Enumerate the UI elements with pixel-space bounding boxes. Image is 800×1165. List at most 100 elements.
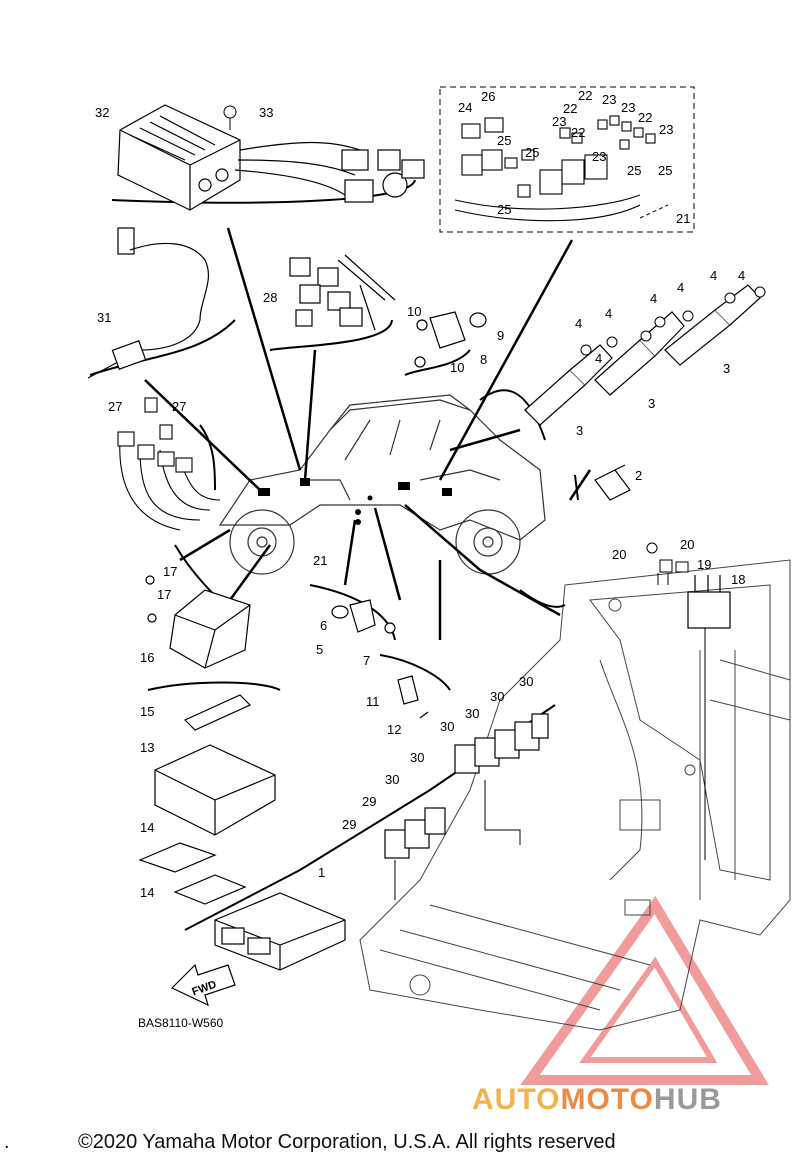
callout-8: 8 <box>480 352 487 367</box>
callout-11: 11 <box>366 694 380 709</box>
part-27-harness <box>117 397 221 531</box>
footer-dot: . <box>4 1131 10 1153</box>
callout-29: 29 <box>342 817 356 832</box>
relays-29-lower <box>384 807 446 859</box>
part-32-control-unit <box>117 104 241 211</box>
callout-2: 2 <box>635 468 642 483</box>
callout-4: 4 <box>575 316 582 331</box>
callout-18: 18 <box>731 572 745 587</box>
part-5-sensor <box>331 599 396 634</box>
callout-14: 14 <box>140 885 154 900</box>
callout-22: 22 <box>638 110 652 125</box>
callout-1: 1 <box>318 865 325 880</box>
brand-auto: AUTO <box>472 1083 561 1116</box>
callout-20: 20 <box>612 547 626 562</box>
callout-12: 12 <box>387 722 401 737</box>
callout-4: 4 <box>605 306 612 321</box>
callout-15: 15 <box>140 704 154 719</box>
part-3-injectors <box>524 284 761 426</box>
brand-moto: MOTO <box>560 1083 654 1116</box>
copyright-footer: ©2020 Yamaha Motor Corporation, U.S.A. A… <box>78 1131 616 1153</box>
callout-22: 22 <box>578 88 592 103</box>
part-31-sensor <box>87 227 210 379</box>
callout-5: 5 <box>316 642 323 657</box>
callout-14: 14 <box>140 820 154 835</box>
callout-30: 30 <box>519 674 533 689</box>
callout-9: 9 <box>497 328 504 343</box>
callout-25: 25 <box>627 163 641 178</box>
callout-23: 23 <box>602 92 616 107</box>
callout-23: 23 <box>592 149 606 164</box>
callout-23: 23 <box>659 122 673 137</box>
callout-3: 3 <box>648 396 655 411</box>
callout-23: 23 <box>552 114 566 129</box>
automotohub-watermark-text: AUTOMOTOHUB <box>472 1083 722 1117</box>
callout-31: 31 <box>97 310 111 325</box>
callout-16: 16 <box>140 650 154 665</box>
callout-6: 6 <box>320 618 327 633</box>
callout-4: 4 <box>677 280 684 295</box>
callout-30: 30 <box>490 689 504 704</box>
part-14-pads <box>138 842 247 905</box>
part-8-sensor <box>414 311 487 368</box>
callout-17: 17 <box>157 587 171 602</box>
part-15-strap <box>183 694 252 731</box>
callout-4: 4 <box>738 268 745 283</box>
callout-29: 29 <box>362 794 376 809</box>
callout-23: 23 <box>621 100 635 115</box>
callout-30: 30 <box>410 750 424 765</box>
part-18-relay <box>687 575 731 629</box>
part-13-pad <box>154 744 276 836</box>
callout-21: 21 <box>313 553 327 568</box>
connector-group-box <box>439 86 695 233</box>
callout-17: 17 <box>163 564 177 579</box>
callout-10: 10 <box>407 304 421 319</box>
automotohub-triangle-logo <box>520 895 769 1085</box>
callout-10: 10 <box>450 360 464 375</box>
part-2-sensor <box>594 464 631 501</box>
relay-drop-lines <box>394 780 521 900</box>
callout-4: 4 <box>595 351 602 366</box>
callout-27: 27 <box>108 399 122 414</box>
callout-32: 32 <box>95 105 109 120</box>
part-code: BAS8110-W560 <box>138 1016 224 1030</box>
part-33-bolt <box>223 105 237 130</box>
callout-19: 19 <box>697 557 711 572</box>
callout-25: 25 <box>525 145 539 160</box>
part-4-bolts <box>580 286 766 356</box>
connector-group-leader <box>639 204 669 219</box>
callout-4: 4 <box>710 268 717 283</box>
callout-22: 22 <box>571 125 585 140</box>
callout-27: 27 <box>172 399 186 414</box>
callout-28: 28 <box>263 290 277 305</box>
vehicle-component-markers <box>258 478 452 525</box>
callout-30: 30 <box>465 706 479 721</box>
callout-3: 3 <box>576 423 583 438</box>
fwd-arrow-icon <box>170 963 236 1007</box>
callout-30: 30 <box>385 772 399 787</box>
callout-20: 20 <box>680 537 694 552</box>
part-28-connectors <box>289 254 396 331</box>
part-20-fasteners <box>646 542 689 585</box>
callout-26: 26 <box>481 89 495 104</box>
callout-24: 24 <box>458 100 472 115</box>
callout-3: 3 <box>723 361 730 376</box>
leader-lines <box>144 227 592 640</box>
callout-22: 22 <box>563 101 577 116</box>
brand-hub: HUB <box>653 1083 722 1116</box>
part-32-harness <box>234 141 425 203</box>
callout-7: 7 <box>363 653 370 668</box>
part-11-switch <box>397 675 429 719</box>
callout-numbers: 1 2 3 3 3 4 4 4 4 4 4 4 5 6 7 8 9 10 10 … <box>95 88 745 900</box>
callout-25: 25 <box>497 202 511 217</box>
callout-25: 25 <box>658 163 672 178</box>
part-16-module <box>145 575 251 669</box>
relays-30-upper <box>454 713 549 774</box>
vehicle-frame <box>359 559 791 1031</box>
callout-25: 25 <box>497 133 511 148</box>
callout-4: 4 <box>650 291 657 306</box>
callout-33: 33 <box>259 105 273 120</box>
part-21-connector-group <box>454 115 656 222</box>
callout-30: 30 <box>440 719 454 734</box>
